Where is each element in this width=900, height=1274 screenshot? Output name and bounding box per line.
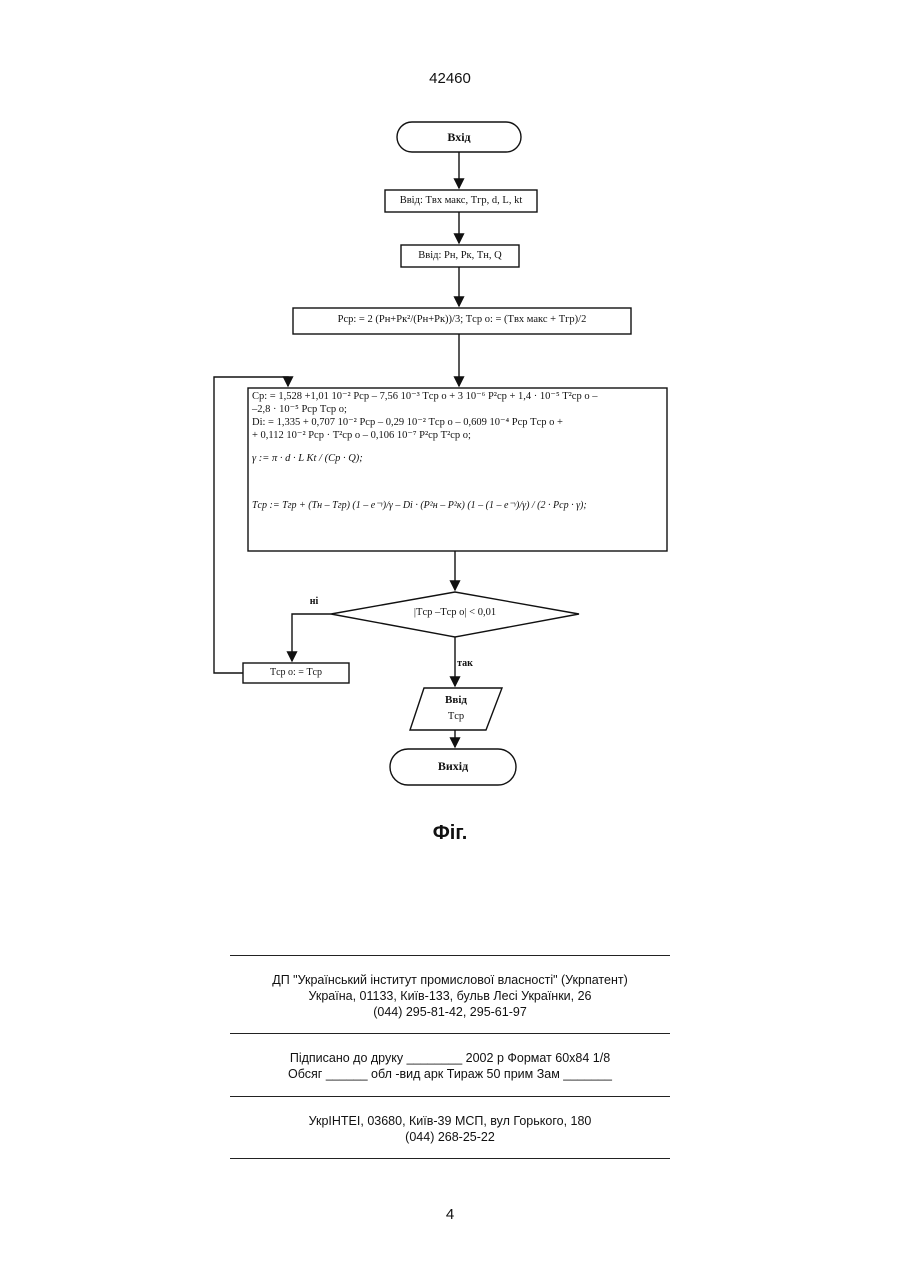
footer-press-line2: (044) 268-25-22 <box>230 1129 670 1145</box>
formula-block: Cр: = 1,528 +1,01 10⁻² Pср – 7,56 10⁻³ T… <box>252 390 662 548</box>
footer-rule-2 <box>230 1033 670 1034</box>
page-number-bottom: 4 <box>0 1206 900 1223</box>
formula-cp: Cр: = 1,528 +1,01 10⁻² Pср – 7,56 10⁻³ T… <box>252 390 662 403</box>
init-label: Pср: = 2 (Pн+Pк²/(Pн+Pк))/3; Tср о: = (T… <box>293 314 631 325</box>
formula-cp-cont: –2,8 · 10⁻⁵ Pср Tср о; <box>252 403 662 416</box>
branch-yes-label: так <box>453 658 477 669</box>
footer-org: ДП "Український інститут промислової вла… <box>230 972 670 1020</box>
footer-rule-1 <box>230 955 670 956</box>
formula-di: Di: = 1,335 + 0,707 10⁻² Pср – 0,29 10⁻²… <box>252 416 662 429</box>
footer-print-line2: Обсяг ______ обл -вид арк Тираж 50 прим … <box>230 1066 670 1082</box>
input1-label: Ввід: Tвх макс, Tгр, d, L, kt <box>385 195 537 206</box>
output-label: Ввід <box>420 694 492 706</box>
footer-print-line1: Підписано до друку ________ 2002 р Форма… <box>230 1050 670 1066</box>
decision-label: |Tср –Tср о| < 0,01 <box>395 607 515 618</box>
output-value: Tср <box>420 711 492 722</box>
branch-no-label: ні <box>303 596 325 607</box>
footer-press-line1: УкрІНТЕІ, 03680, Київ-39 МСП, вул Горько… <box>230 1113 670 1129</box>
figure-caption: Фіг. <box>0 822 900 845</box>
footer-press: УкрІНТЕІ, 03680, Київ-39 МСП, вул Горько… <box>230 1113 670 1145</box>
footer-org-line3: (044) 295-81-42, 295-61-97 <box>230 1004 670 1020</box>
footer-org-line1: ДП "Український інститут промислової вла… <box>230 972 670 988</box>
formula-di-cont: + 0,112 10⁻² Pср · T²ср о – 0,106 10⁻⁷ P… <box>252 429 662 442</box>
footer-org-line2: Україна, 01133, Київ-133, бульв Лесі Укр… <box>230 988 670 1004</box>
formula-tcp: Tср := Tгр + (Tн – Tгр) (1 – e⁻ᵞ)/γ – Di… <box>252 499 662 512</box>
end-label: Вихід <box>390 759 516 774</box>
footer-rule-3 <box>230 1096 670 1097</box>
input2-label: Ввід: Pн, Pк, Tн, Q <box>401 250 519 261</box>
formula-gamma: γ := π · d · L Kt / (Cp · Q); <box>252 452 662 465</box>
footer-rule-4 <box>230 1158 670 1159</box>
footer-print: Підписано до друку ________ 2002 р Форма… <box>230 1050 670 1082</box>
start-label: Вхід <box>397 130 521 145</box>
update-label: Tср о: = Tср <box>243 667 349 678</box>
